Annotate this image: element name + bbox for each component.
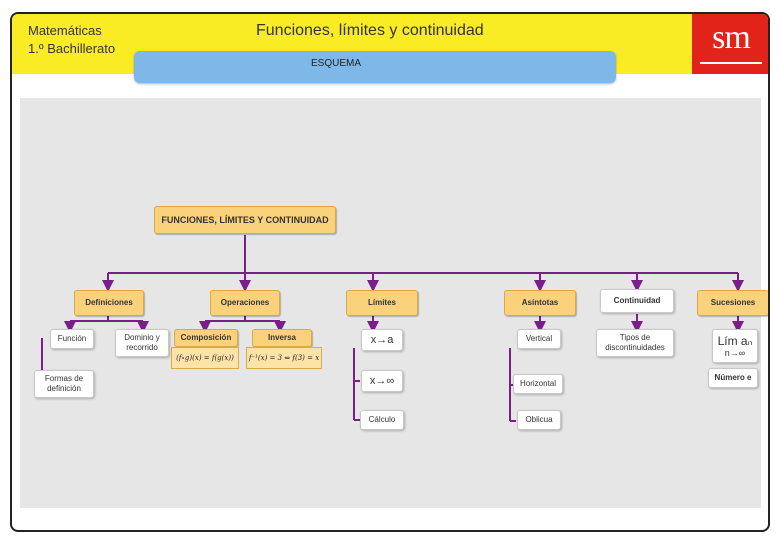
node-x-to-inf: x→∞ [361, 370, 403, 392]
node-definiciones: Definiciones [74, 290, 144, 316]
sm-logo: sm [692, 14, 768, 74]
inversa-formula: f⁻¹(x) = 3 ⇔ f(3) = x [246, 347, 322, 369]
node-calculo: Cálculo [360, 410, 404, 430]
node-x-to-a: x→a [361, 329, 403, 351]
node-inversa: Inversa [252, 329, 312, 347]
node-root: FUNCIONES, LÍMITES Y CONTINUIDAD [154, 206, 336, 234]
node-operaciones: Operaciones [210, 290, 280, 316]
node-continuidad: Continuidad [600, 289, 674, 313]
node-horizontal: Horizontal [513, 374, 563, 394]
node-formas: Formas de definición [34, 370, 94, 398]
node-asintotas: Asíntotas [504, 290, 576, 316]
node-limites: Límites [346, 290, 418, 316]
lim-an-label: Lím aₙ [717, 333, 753, 348]
node-sucesiones: Sucesiones [697, 290, 768, 316]
node-lim-an: Lím aₙ n→∞ [712, 329, 758, 363]
subject-line-1: Matemáticas [28, 23, 102, 38]
logo-underline [700, 62, 762, 64]
node-numero-e: Número e [708, 368, 758, 388]
node-composicion: Composición [174, 329, 238, 347]
connector-lines [41, 235, 744, 422]
esquema-banner: ESQUEMA [134, 51, 616, 83]
slide-frame: Matemáticas 1.º Bachillerato Funciones, … [10, 12, 770, 532]
node-tipos: Tipos de discontinuidades [596, 329, 674, 357]
node-dominio: Dominio y recorrido [115, 329, 169, 357]
logo-text: sm [712, 19, 751, 56]
concept-map: FUNCIONES, LÍMITES Y CONTINUIDAD Definic… [20, 98, 768, 508]
n-to-inf-label: n→∞ [724, 347, 746, 358]
node-oblicua: Oblicua [517, 410, 561, 430]
node-vertical: Vertical [517, 329, 561, 349]
subject-label: Matemáticas 1.º Bachillerato [28, 22, 115, 58]
node-funcion: Función [50, 329, 94, 349]
subject-line-2: 1.º Bachillerato [28, 41, 116, 56]
slide-title: Funciones, límites y continuidad [256, 22, 484, 39]
composicion-formula: (f∘g)(x) = f(g(x)) [171, 347, 239, 369]
banner-label: ESQUEMA [311, 58, 362, 69]
